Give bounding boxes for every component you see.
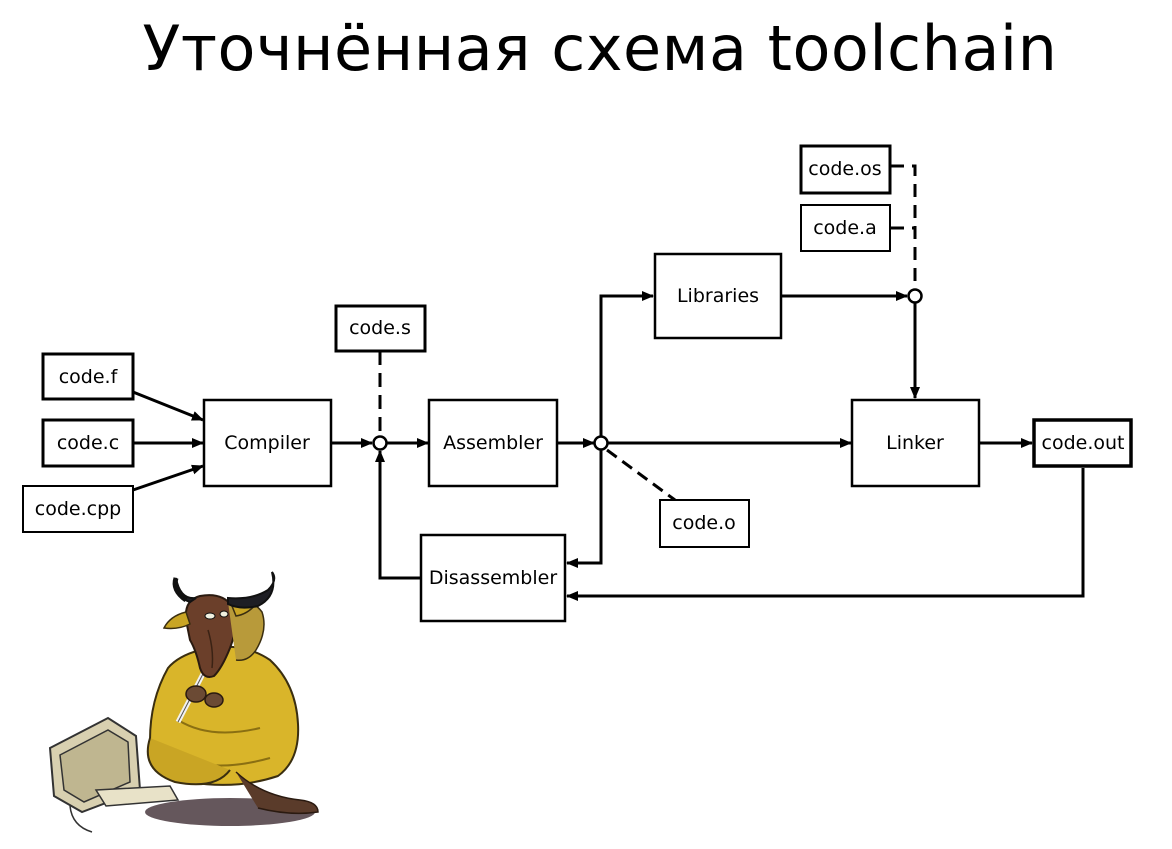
code-os-box: [799, 144, 892, 195]
code-s-box: [334, 304, 427, 353]
linker-box: [850, 398, 981, 488]
code-cpp-box: [22, 485, 134, 533]
code-os-label: code.os: [808, 158, 881, 180]
libraries-box: [653, 252, 783, 340]
code-f-label: code.f: [59, 366, 119, 388]
code-f-box: [41, 352, 135, 401]
code-c-box: [41, 418, 135, 468]
edge-code-f-compiler: [132, 390, 204, 422]
code-s-label: code.s: [349, 317, 411, 339]
code-a-label: code.a: [813, 217, 877, 239]
code-out-label: code.out: [1042, 432, 1125, 454]
disassembler-box: [419, 533, 567, 623]
code-out-box: [1032, 418, 1133, 468]
edge-disassembler-junction: [375, 450, 420, 580]
edge-code-os-dashed: [891, 164, 917, 289]
page-title: Уточнённая схема toolchain: [142, 12, 1058, 85]
edge-junction-disassembler: [566, 450, 603, 568]
libraries-label: Libraries: [677, 285, 759, 307]
code-cpp-label: code.cpp: [35, 498, 121, 520]
assembler-label: Assembler: [443, 432, 543, 454]
code-a-box: [800, 204, 891, 252]
edge-code-out-disassembler: [566, 468, 1085, 601]
code-c-label: code.c: [57, 432, 119, 454]
compiler-label: Compiler: [224, 432, 310, 454]
assembler-box: [427, 398, 559, 488]
edge-code-cpp-compiler: [132, 464, 204, 492]
disassembler-label: Disassembler: [429, 567, 557, 589]
junction-libraries: [907, 288, 923, 304]
gnu-mascot-icon: [48, 571, 319, 833]
junction-compiler: [372, 435, 388, 451]
code-o-label: code.o: [672, 512, 736, 534]
code-o-box: [659, 499, 750, 548]
edge-code-o-dashed: [606, 448, 676, 502]
linker-label: Linker: [886, 432, 944, 454]
compiler-box: [202, 398, 333, 488]
edge-junction-libraries: [599, 291, 654, 436]
junction-assembler: [593, 435, 609, 451]
